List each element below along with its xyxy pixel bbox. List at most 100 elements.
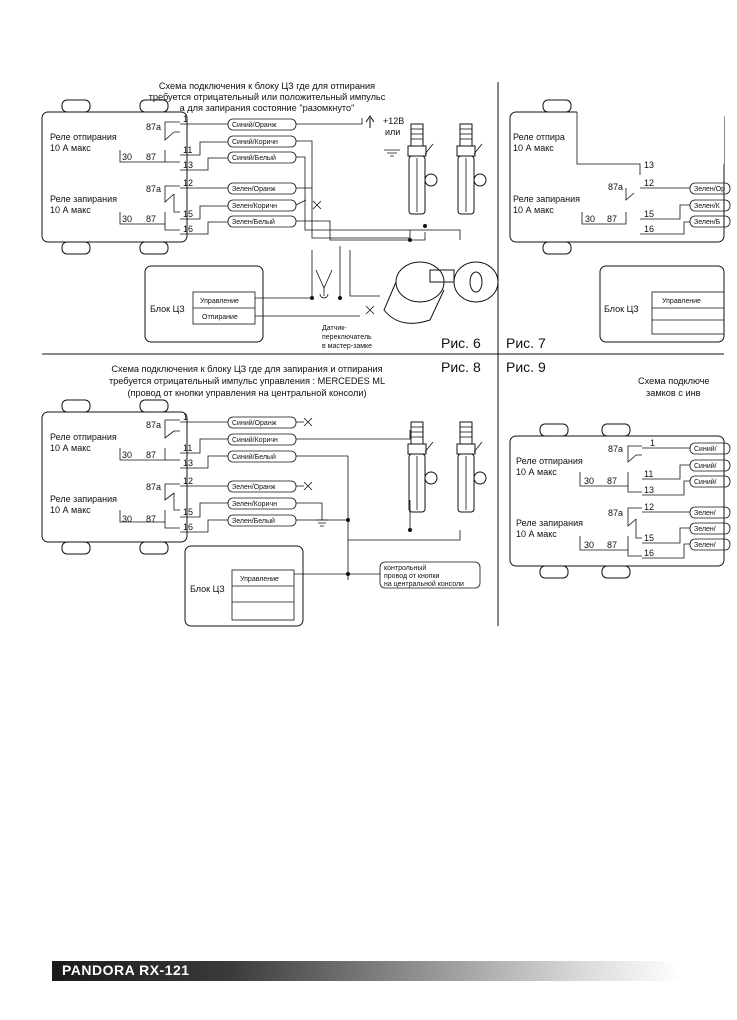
svg-text:Зелен/Белый: Зелен/Белый [232,517,275,525]
fig6-cutter-icon [315,269,333,299]
svg-text:30: 30 [584,476,594,486]
figure-6: Схема подключения к блоку ЦЗ где для отп… [41,81,499,351]
fig6-power-or: или [385,127,400,137]
svg-text:на центральной консоли: на центральной консоли [384,580,464,588]
svg-text:87a: 87a [608,182,623,192]
fig6-wire-tag-12 [227,182,297,195]
svg-text:30: 30 [585,214,595,224]
fig6-lock-actuator-1 [407,123,438,215]
svg-text:1: 1 [650,438,655,448]
figure-8: Схема подключения к блоку ЦЗ где для зап… [41,359,487,627]
fig8-cut-mark-1 [296,417,313,427]
fig8-wire-tag-16 [227,514,297,527]
fig8-note-box [379,561,481,589]
svg-text:87: 87 [146,450,156,460]
svg-text:Управление: Управление [662,298,701,305]
svg-text:87a: 87a [608,444,623,454]
svg-text:Зелен/Оранж: Зелен/Оранж [232,484,276,491]
fig9-title-line2: замков с инв [646,388,701,398]
fig6-pin-30-top: 30 [122,152,132,162]
fig8-wire-tag-13 [227,450,297,463]
fig8-wire-tag-12 [227,480,297,493]
svg-text:Синий/Коричн: Синий/Коричн [232,138,278,146]
fig6-cz-control: Управление [200,298,239,305]
svg-text:Синий/Оранж: Синий/Оранж [232,121,277,129]
fig8-caption: Рис. 8 [441,359,481,375]
fig8-lock-actuator-1 [407,421,438,513]
fig6-relay-lock-rating: 10 А макс [50,205,91,215]
svg-text:12: 12 [644,178,654,188]
svg-text:Синий/Белый: Синий/Белый [232,453,276,461]
fig8-relay-unlock-label: Реле отпирания [50,432,117,442]
fig6-relay2-contact [119,190,175,225]
svg-text:Синий/: Синий/ [694,462,717,470]
fig6-lock-actuator-2 [456,123,487,215]
fig6-wire-tag-13 [227,151,297,164]
svg-text:Зелен/К: Зелен/К [694,203,721,210]
svg-text:Синий/Белый: Синий/Белый [232,154,276,162]
fig8-cz-block-label: Блок ЦЗ [190,584,225,594]
fig6-wire-num-16: 16 [183,224,193,234]
fig6-cz-block-label: Блок ЦЗ [150,304,185,314]
svg-text:10 А макс: 10 А макс [513,205,554,215]
fig9-title-line1: Схема подключе [638,376,710,386]
footer-brand: PANDORA RX-121 [62,962,190,978]
fig6-wire-num-11: 11 [183,145,192,155]
fig6-pin-87-top: 87 [146,152,156,162]
fig8-cz-block [184,545,304,627]
svg-text:Зелен/Оранж: Зелен/Оранж [232,186,276,193]
svg-text:Зелен/: Зелен/ [694,510,716,517]
fig6-relay-lock-label: Реле запирания [50,194,117,204]
svg-text:Синий/Оранж: Синий/Оранж [232,419,277,427]
fig9-relay-lock-label: Реле запирания [516,518,583,528]
svg-text:Зелен/Белый: Зелен/Белый [232,218,275,226]
svg-text:13: 13 [644,485,654,495]
fig9-caption: Рис. 9 [506,359,546,375]
svg-text:Зелен/Коричн: Зелен/Коричн [232,501,277,508]
svg-text:Зелен/: Зелен/ [694,542,716,549]
fig6-relay-unlock-rating: 10 А макс [50,143,91,153]
fig7-relay-unlock-label: Реле отпира [513,132,565,142]
svg-text:10 А макс: 10 А макс [516,467,557,477]
fig8-wire-tag-11 [227,433,297,446]
fig6-pin-87a-top: 87a [146,122,161,132]
svg-text:10 А макс: 10 А макс [516,529,557,539]
svg-text:Синий/: Синий/ [694,478,717,486]
fig6-wire-tag-1 [227,118,297,131]
svg-text:87: 87 [607,214,617,224]
svg-text:10 А макс: 10 А макс [513,143,554,153]
fig6-sensor-label-1: Датчик- [322,325,347,332]
fig6-wire-tag-15 [227,199,297,212]
svg-text:15: 15 [644,533,654,543]
fig6-pin-87-bottom: 87 [146,214,156,224]
svg-text:87: 87 [146,514,156,524]
svg-text:13: 13 [183,458,193,468]
figure-9: Рис. 9 Схема подключе замков с инв Реле … [506,359,731,579]
fig8-cut-mark-2 [296,481,313,491]
fig8-title-line3: (провод от кнопки управления на централь… [127,388,366,398]
fig6-pin-87a-bottom: 87a [146,184,161,194]
fig8-wire-tag-1 [227,416,297,429]
fig8-wire-tag-15 [227,497,297,510]
svg-text:Синий/: Синий/ [694,445,717,453]
svg-text:30: 30 [122,450,132,460]
fig8-cz-control: Управление [240,576,279,583]
fig6-title-line1: Схема подключения к блоку ЦЗ где для отп… [159,81,375,91]
fig6-sensor-label-3: в мастер-замке [322,343,372,350]
svg-text:12: 12 [644,502,654,512]
svg-text:Зелен/: Зелен/ [694,526,716,533]
svg-text:10 А макс: 10 А макс [50,443,91,453]
fig6-sensor-label-2: переключатель [322,334,372,341]
fig6-power-arrow [365,115,375,128]
svg-text:1: 1 [183,412,188,422]
svg-text:87a: 87a [608,508,623,518]
fig8-ground-symbol [316,519,328,527]
svg-text:16: 16 [183,522,193,532]
svg-text:30: 30 [122,514,132,524]
fig7-caption: Рис. 7 [506,335,546,351]
fig6-caption: Рис. 6 [441,335,481,351]
fig6-cz-block [144,265,264,343]
svg-text:13: 13 [644,160,654,170]
